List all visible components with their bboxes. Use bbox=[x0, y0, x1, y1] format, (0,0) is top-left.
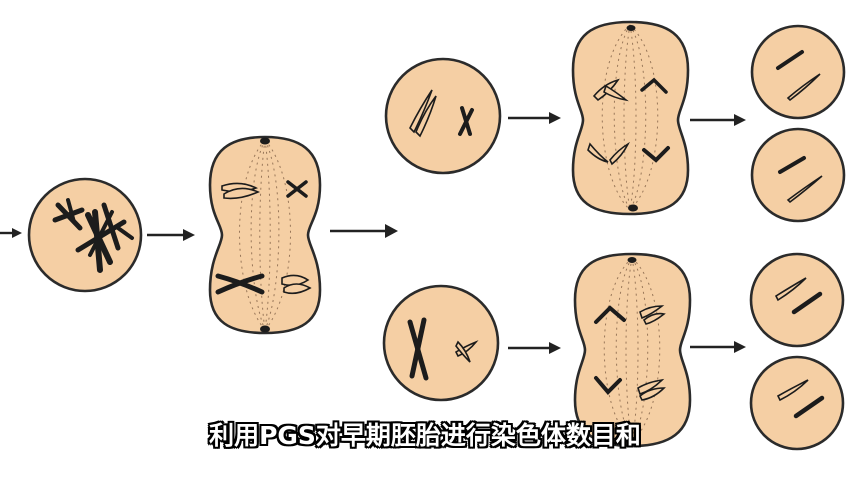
meiosis-i-cell bbox=[208, 135, 322, 335]
gamete-3 bbox=[749, 252, 845, 348]
parent-cell bbox=[27, 177, 143, 293]
meiosis-ii-cell-top bbox=[571, 20, 690, 216]
video-subtitle: 利用PGS对早期胚胎进行染色体数目和 bbox=[209, 421, 641, 450]
meiosis-ii-cell-bottom bbox=[573, 252, 692, 448]
spindle-fibers bbox=[239, 139, 291, 331]
arrow-4-bottom bbox=[690, 341, 746, 353]
daughter-cell-bottom bbox=[382, 284, 500, 402]
parent-chromosomes bbox=[52, 198, 134, 273]
daughter-cell-top bbox=[384, 57, 502, 175]
gamete-2 bbox=[750, 127, 846, 223]
spindle-fibers-top bbox=[601, 24, 659, 211]
arrow-entry bbox=[0, 228, 22, 238]
gamete-1 bbox=[750, 24, 846, 120]
arrow-4-top bbox=[690, 114, 746, 126]
arrow-2 bbox=[330, 224, 398, 238]
arrow-3-top bbox=[508, 112, 561, 124]
arrow-3-bottom bbox=[508, 342, 561, 354]
arrow-1 bbox=[147, 229, 195, 241]
gamete-4 bbox=[749, 355, 845, 451]
chromosome-pairs bbox=[215, 180, 312, 295]
